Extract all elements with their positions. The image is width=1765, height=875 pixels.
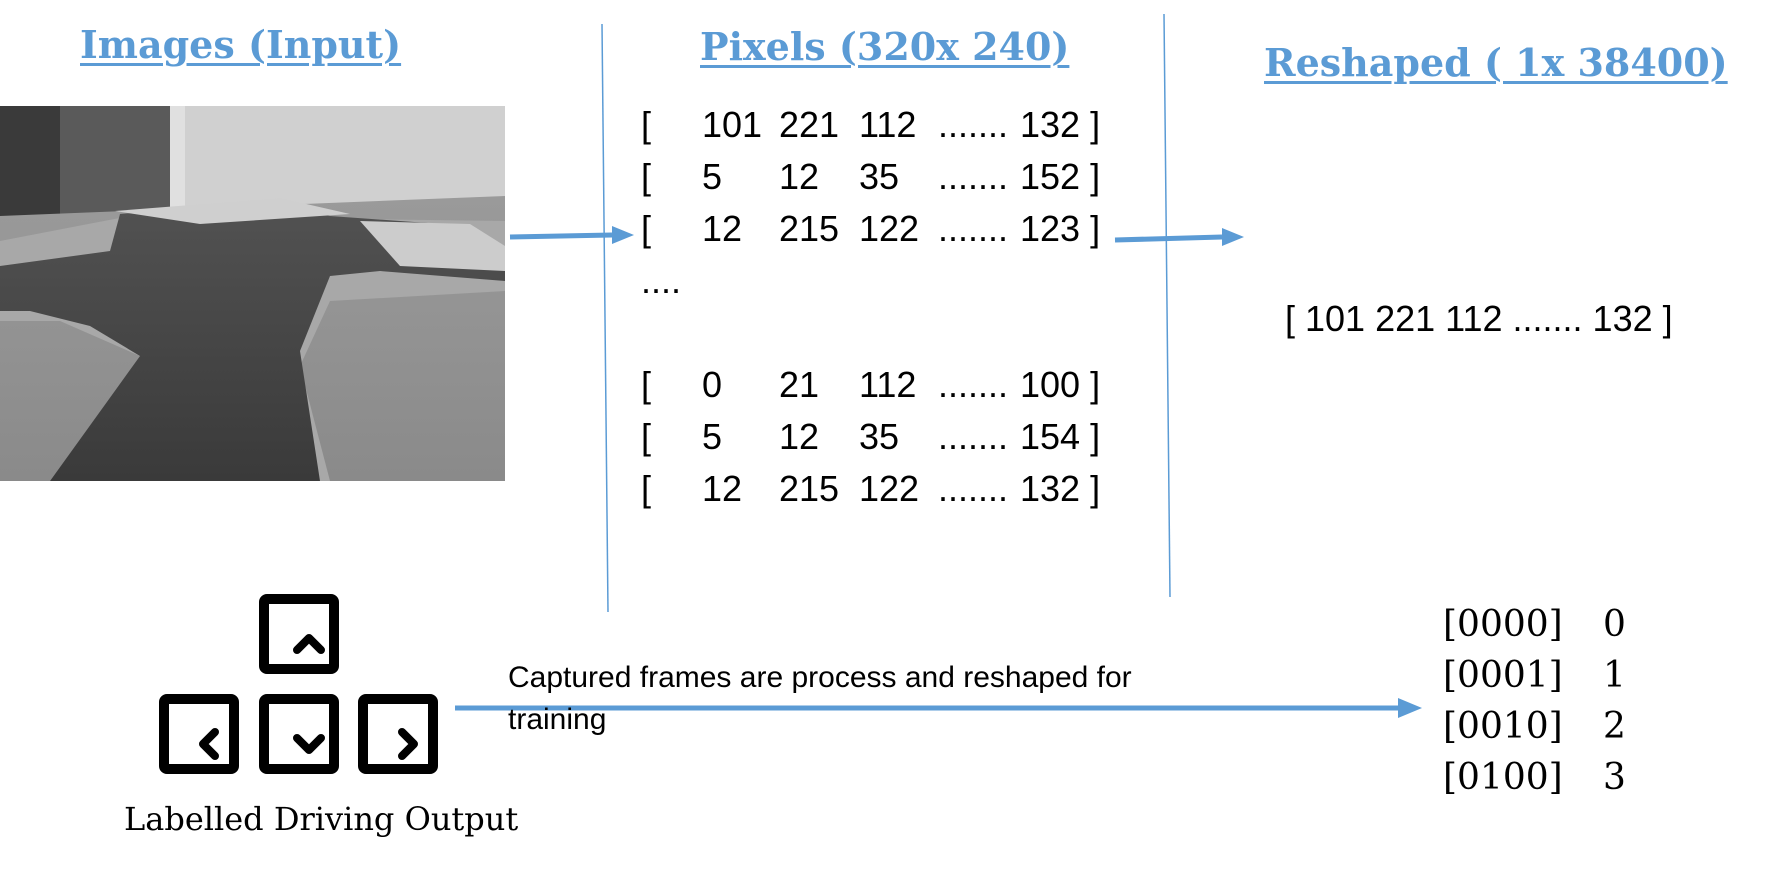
chevron-up-icon: [293, 634, 325, 654]
chevron-left-icon: [199, 728, 219, 760]
arrow-up-key: [259, 594, 339, 674]
output-label: Labelled Driving Output: [124, 800, 519, 838]
arrow-down-key: [259, 694, 339, 774]
chevron-right-icon: [398, 728, 418, 760]
pixels-heading: Pixels (320x 240): [700, 24, 1070, 69]
process-caption: Captured frames are process and reshaped…: [508, 661, 1132, 736]
reshaped-vector: [ 101 221 112 ....... 132 ]: [1285, 298, 1673, 339]
chevron-down-icon: [293, 734, 325, 754]
arrow-keys-to-labels: [455, 698, 1422, 718]
images-heading: Images (Input): [80, 22, 402, 67]
reshaped-heading: Reshaped ( 1x 38400): [1264, 40, 1728, 85]
divider-line-right: [1163, 13, 1171, 598]
arrow-pixels-to-reshaped: [1114, 228, 1244, 246]
divider-line-left: [601, 23, 609, 613]
arrow-right-key: [358, 694, 438, 774]
arrow-left-key: [159, 694, 239, 774]
road-photo-icon: [0, 106, 505, 481]
arrow-image-to-pixels: [509, 226, 634, 244]
